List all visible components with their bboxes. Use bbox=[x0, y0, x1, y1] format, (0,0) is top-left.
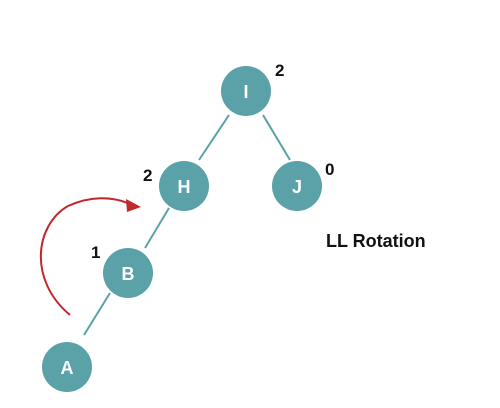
node-b-circle bbox=[103, 248, 153, 298]
node-a-circle bbox=[42, 342, 92, 392]
node-h-label: H bbox=[178, 177, 191, 197]
balance-factor-i: 2 bbox=[275, 61, 284, 80]
balance-factor-j: 0 bbox=[325, 160, 334, 179]
edge-i-j bbox=[262, 114, 291, 161]
tree-node-j: J bbox=[272, 161, 322, 211]
edge-i-h bbox=[198, 114, 230, 161]
rotation-arrow-icon bbox=[39, 197, 141, 316]
edge-h-b bbox=[144, 207, 170, 249]
rotation-caption: LL Rotation bbox=[326, 231, 426, 251]
tree-node-a: A bbox=[42, 342, 92, 392]
tree-node-i: I bbox=[221, 66, 271, 116]
tree-node-h: H bbox=[159, 161, 209, 211]
node-a-label: A bbox=[61, 358, 74, 378]
tree-node-b: B bbox=[103, 248, 153, 298]
node-b-label: B bbox=[122, 264, 135, 284]
edge-b-a bbox=[83, 292, 111, 336]
balance-factor-b: 1 bbox=[91, 243, 100, 262]
node-h-circle bbox=[159, 161, 209, 211]
node-i-label: I bbox=[243, 82, 248, 102]
node-i-circle bbox=[221, 66, 271, 116]
node-j-label: J bbox=[292, 177, 302, 197]
balance-factor-h: 2 bbox=[143, 166, 152, 185]
node-j-circle bbox=[272, 161, 322, 211]
